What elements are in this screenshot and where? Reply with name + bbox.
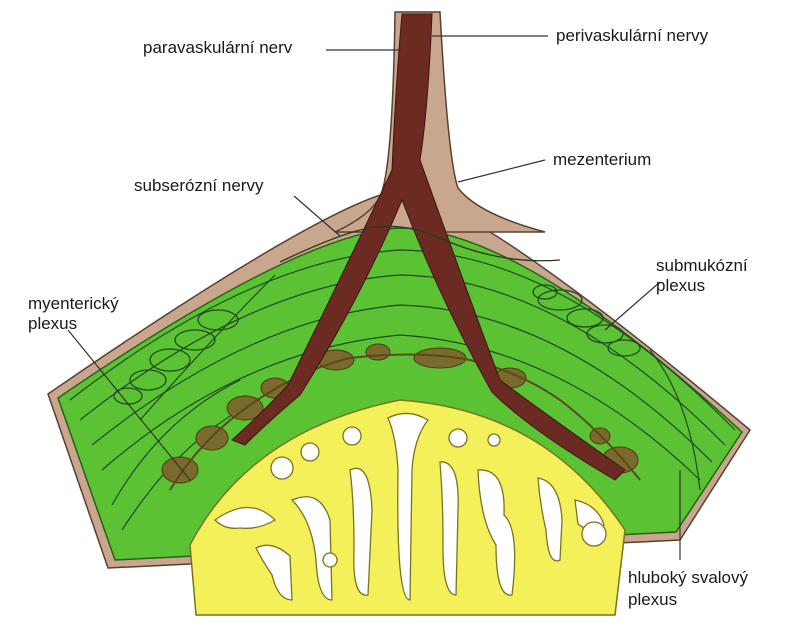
- label-deep-muscular-plexus-line2: plexus: [628, 590, 677, 610]
- label-myenteric-plexus-line1: myenterický: [28, 294, 119, 314]
- label-mesentery: mezenterium: [553, 150, 651, 170]
- label-myenteric-plexus-line2: plexus: [28, 314, 77, 334]
- label-perivascular-nerves: perivaskulární nervy: [556, 26, 708, 46]
- label-subserosal-nerves: subserózní nervy: [134, 176, 263, 196]
- mesentery: [335, 12, 545, 232]
- label-paravascular-nerve: paravaskulární nerv: [143, 38, 292, 58]
- label-deep-muscular-plexus-line1: hluboký svalový: [628, 568, 748, 588]
- label-submucosal-plexus-line2: plexus: [656, 276, 705, 296]
- label-submucosal-plexus-line1: submukózní: [656, 256, 748, 276]
